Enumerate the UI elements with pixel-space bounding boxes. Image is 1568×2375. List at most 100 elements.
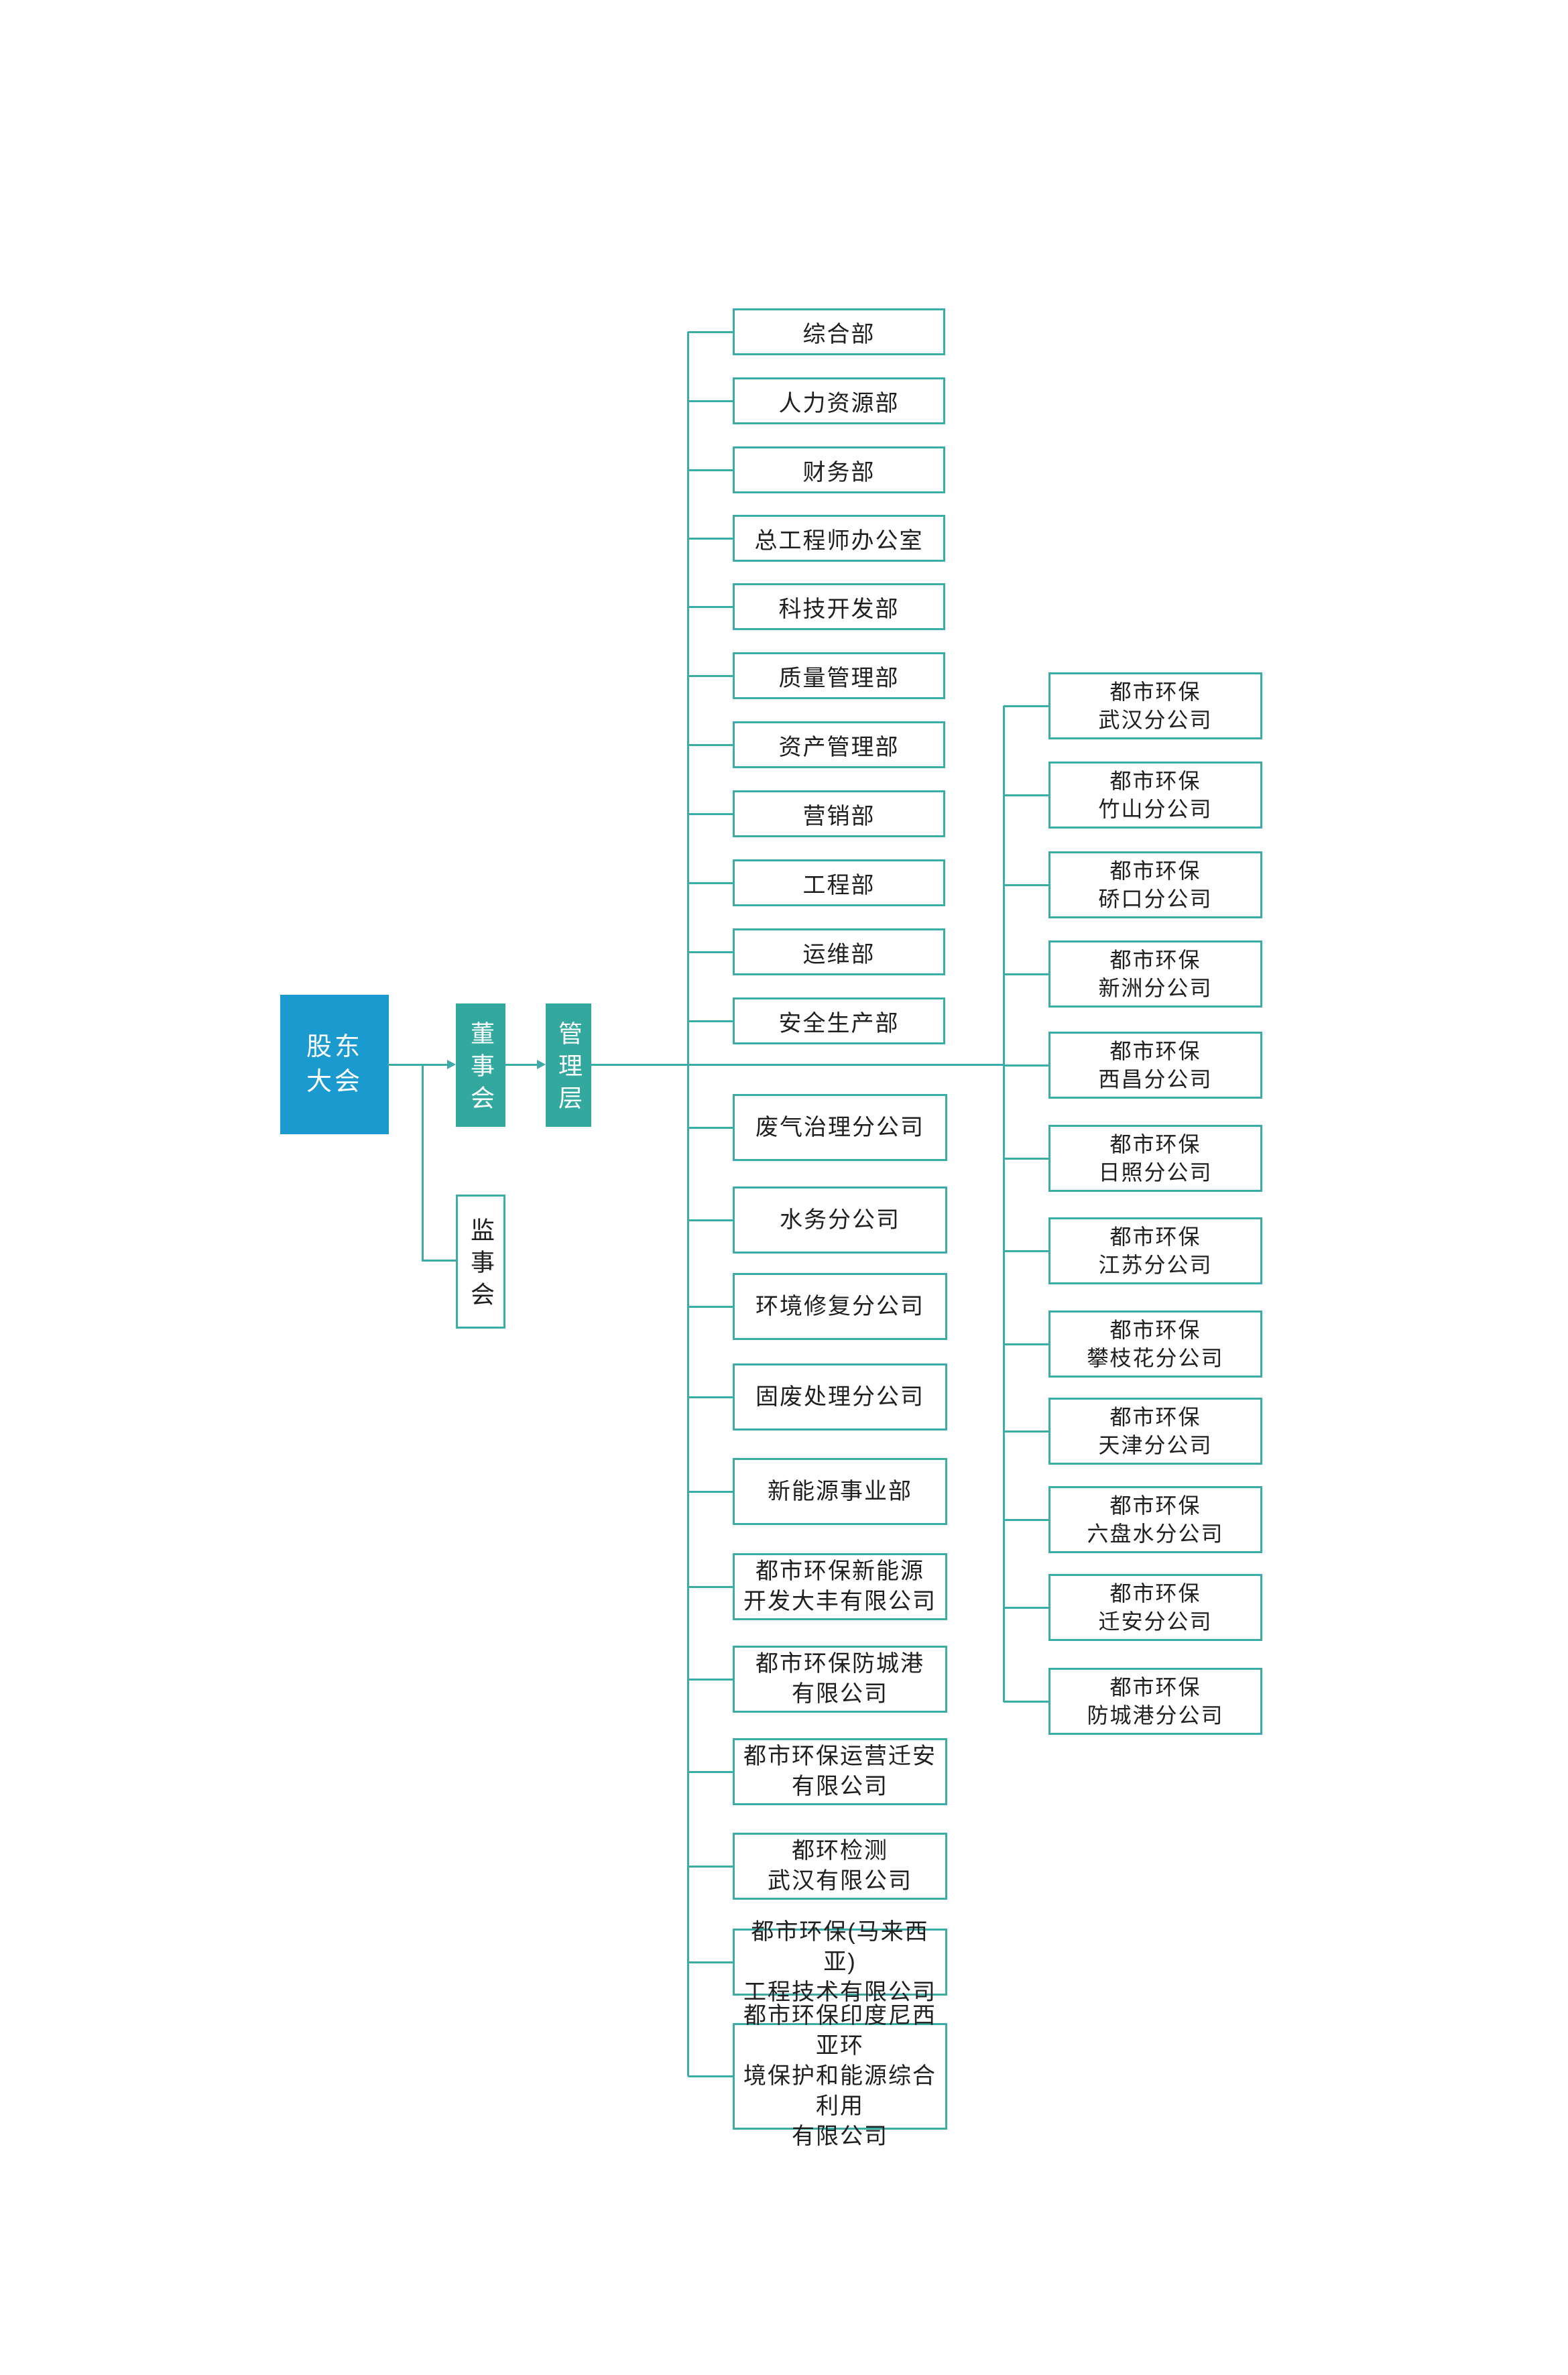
connector-line: [1004, 973, 1048, 975]
board-of-directors-label: 董事会: [467, 1021, 495, 1117]
connector-line: [688, 744, 733, 746]
department-box: 综合部: [733, 308, 945, 355]
subsidiary-box-label: 都市环保防城港 有限公司: [756, 1651, 924, 1707]
branch-box: 都市环保 硚口分公司: [1048, 851, 1262, 918]
connector-line: [688, 882, 733, 884]
branch-box: 都市环保 迁安分公司: [1048, 1574, 1262, 1641]
supervisory-board-label: 监事会: [467, 1217, 495, 1314]
connector-line: [1004, 1519, 1048, 1521]
department-box: 质量管理部: [733, 652, 945, 699]
department-box: 营销部: [733, 790, 945, 837]
branch-box-label: 都市环保 防城港分公司: [1087, 1675, 1224, 1727]
right-trunk-line: [1003, 706, 1005, 1702]
arrowhead-icon: [537, 1060, 546, 1069]
department-box-label: 安全生产部: [778, 1010, 900, 1036]
shareholders-meeting-label: 股东 大会: [306, 1033, 363, 1096]
branch-box-label: 都市环保 硚口分公司: [1098, 859, 1213, 911]
department-box: 资产管理部: [733, 721, 945, 768]
connector-line: [1004, 1343, 1048, 1345]
department-box-label: 科技开发部: [778, 596, 900, 622]
subsidiary-box: 都市环保防城港 有限公司: [733, 1646, 947, 1713]
connector-line: [688, 2075, 733, 2077]
connector-line: [1004, 1701, 1048, 1703]
subsidiary-box: 都市环保(马来西亚) 工程技术有限公司: [733, 1919, 947, 2005]
connector-line: [422, 1260, 456, 1262]
connector-line: [1004, 1430, 1048, 1433]
connector-line: [688, 1771, 733, 1773]
department-box-label: 运维部: [802, 941, 876, 967]
department-box: 人力资源部: [733, 377, 945, 424]
connector-line: [1004, 884, 1048, 886]
branch-box: 都市环保 西昌分公司: [1048, 1032, 1262, 1099]
middle-trunk-line: [687, 332, 689, 2076]
subsidiary-box: 都市环保运营迁安 有限公司: [733, 1738, 947, 1805]
connector-line: [1004, 1064, 1048, 1067]
board-of-directors-box: 董事会: [456, 1003, 505, 1127]
connector-line: [688, 606, 733, 608]
connector-line: [688, 469, 733, 471]
connector-line: [591, 1064, 1004, 1066]
connector-line: [387, 1064, 449, 1066]
subsidiary-box: 都市环保新能源 开发大丰有限公司: [733, 1553, 947, 1620]
connector-line: [688, 1866, 733, 1868]
department-box: 安全生产部: [733, 997, 945, 1044]
connector-line: [688, 400, 733, 402]
department-box: 科技开发部: [733, 583, 945, 630]
subsidiary-box: 固废处理分公司: [733, 1363, 947, 1430]
department-box-label: 总工程师办公室: [754, 528, 924, 554]
subsidiary-box-label: 废气治理分公司: [756, 1114, 924, 1140]
subsidiary-box-label: 固废处理分公司: [756, 1384, 924, 1410]
connector-line: [1004, 794, 1048, 796]
subsidiary-box-label: 都市环保新能源 开发大丰有限公司: [743, 1559, 937, 1614]
subsidiary-box: 环境修复分公司: [733, 1273, 947, 1340]
subsidiary-box: 都市环保印度尼西亚环 境保护和能源综合利用 有限公司: [733, 2003, 947, 2149]
connector-line: [688, 1219, 733, 1221]
department-box: 运维部: [733, 928, 945, 975]
subsidiary-box: 水务分公司: [733, 1186, 947, 1254]
management-label: 管理层: [555, 1021, 583, 1117]
subsidiary-box-label: 新能源事业部: [768, 1478, 912, 1504]
connector-line: [688, 951, 733, 953]
connector-line: [688, 1961, 733, 1963]
branch-box-label: 都市环保 新洲分公司: [1098, 948, 1213, 1000]
subsidiary-box: 废气治理分公司: [733, 1094, 947, 1161]
branch-box: 都市环保 攀枝花分公司: [1048, 1311, 1262, 1378]
branch-box-label: 都市环保 江苏分公司: [1098, 1225, 1213, 1277]
connector-line: [688, 813, 733, 815]
branch-box: 都市环保 新洲分公司: [1048, 940, 1262, 1008]
branch-box-label: 都市环保 西昌分公司: [1098, 1039, 1213, 1091]
department-box: 工程部: [733, 859, 945, 906]
connector-line: [688, 538, 733, 540]
connector-line: [1004, 1607, 1048, 1609]
connector-line: [1004, 1250, 1048, 1252]
department-box-label: 工程部: [802, 872, 876, 898]
connector-line: [688, 331, 733, 333]
connector-line: [1004, 705, 1048, 707]
branch-box: 都市环保 六盘水分公司: [1048, 1486, 1262, 1553]
supervisory-board-box: 监事会: [456, 1195, 505, 1329]
department-box-label: 资产管理部: [778, 734, 900, 760]
connector-line: [688, 1586, 733, 1588]
subsidiary-box: 都环检测 武汉有限公司: [733, 1833, 947, 1900]
arrowhead-icon: [447, 1060, 456, 1069]
branch-box-label: 都市环保 天津分公司: [1098, 1405, 1213, 1457]
subsidiary-box-label: 都市环保(马来西亚) 工程技术有限公司: [743, 1919, 937, 2005]
management-box: 管理层: [546, 1003, 591, 1127]
branch-box: 都市环保 防城港分公司: [1048, 1668, 1262, 1735]
subsidiary-box: 新能源事业部: [733, 1458, 947, 1525]
branch-box-label: 都市环保 武汉分公司: [1098, 680, 1213, 732]
branch-box: 都市环保 武汉分公司: [1048, 672, 1262, 739]
branch-box-label: 都市环保 六盘水分公司: [1087, 1494, 1224, 1546]
shareholders-meeting-box: 股东 大会: [280, 995, 389, 1134]
branch-box: 都市环保 江苏分公司: [1048, 1217, 1262, 1284]
subsidiary-box-label: 都市环保运营迁安 有限公司: [743, 1744, 937, 1799]
connector-line: [422, 1064, 424, 1262]
subsidiary-box-label: 都市环保印度尼西亚环 境保护和能源综合利用 有限公司: [743, 2002, 937, 2149]
subsidiary-box-label: 都环检测 武汉有限公司: [768, 1838, 912, 1894]
connector-line: [688, 1491, 733, 1493]
department-box-label: 质量管理部: [778, 665, 900, 691]
branch-box-label: 都市环保 日照分公司: [1098, 1132, 1213, 1184]
branch-box-label: 都市环保 竹山分公司: [1098, 769, 1213, 821]
department-box-label: 营销部: [802, 803, 876, 829]
